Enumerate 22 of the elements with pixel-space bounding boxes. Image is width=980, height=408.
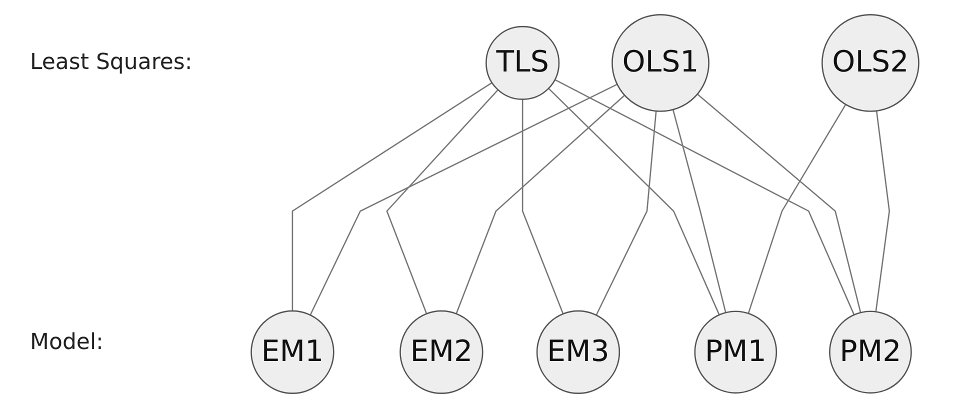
connector xyxy=(554,79,855,316)
connector xyxy=(748,104,846,314)
node-circle: PM2 xyxy=(829,310,912,394)
node-circle: EM2 xyxy=(400,310,484,394)
node-circle: OLS1 xyxy=(612,14,710,112)
node-circle: TLS xyxy=(486,26,560,100)
connector xyxy=(596,110,657,316)
connector xyxy=(672,109,726,313)
node-circle: EM1 xyxy=(250,310,334,394)
node-circle: EM3 xyxy=(536,310,620,394)
row-label: Least Squares: xyxy=(30,50,192,75)
node-circle: PM1 xyxy=(694,310,778,394)
connector xyxy=(548,88,720,316)
connector xyxy=(310,84,618,316)
connector xyxy=(522,99,564,314)
connector xyxy=(456,94,626,314)
row-label: Model: xyxy=(30,330,104,355)
connector xyxy=(386,89,498,314)
connector xyxy=(696,94,862,313)
connector xyxy=(875,110,890,312)
connector xyxy=(292,82,492,311)
node-circle: OLS2 xyxy=(822,14,920,112)
